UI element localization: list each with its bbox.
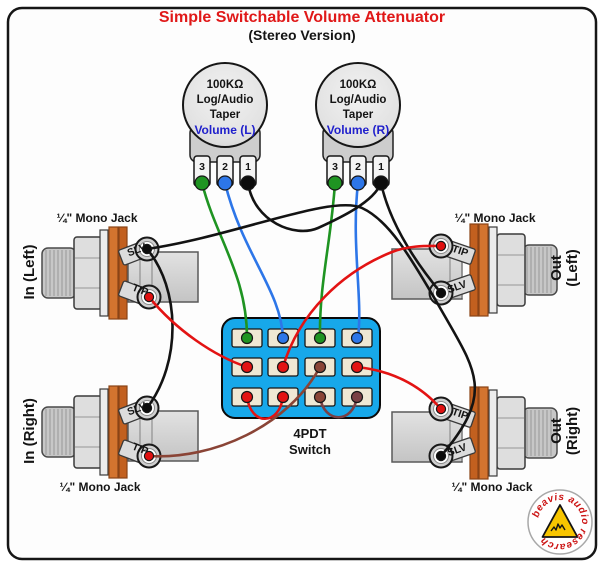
wire-black-potR1-to-outleft-slv bbox=[379, 181, 443, 295]
logo-warning-triangle-icon bbox=[541, 504, 579, 538]
wire-blue-potL2-to-sw-r1c2 bbox=[223, 181, 285, 340]
switch-dot-r2c2 bbox=[276, 360, 290, 374]
jack-out-left-tip-dot bbox=[435, 240, 447, 252]
jack-out-right-tip-dot bbox=[435, 403, 447, 415]
switch-dot-r2c4 bbox=[350, 360, 364, 374]
switch-dot-r1c1 bbox=[240, 331, 254, 345]
pot-right-taper2: Taper bbox=[343, 109, 374, 121]
pot-right-taper1: Log/Audio bbox=[330, 94, 387, 106]
pot-left-taper2: Taper bbox=[210, 109, 241, 121]
pot-right-terminal-2-number: 2 bbox=[355, 161, 361, 173]
switch-dot-r3c2 bbox=[276, 390, 290, 404]
svg-text:Out: Out bbox=[548, 418, 565, 444]
switch-dot-r3c4 bbox=[350, 390, 364, 404]
pot-left-dot-2 bbox=[217, 175, 233, 191]
jack-in-right-slv-dot bbox=[141, 402, 153, 414]
terminal-dots bbox=[141, 175, 447, 462]
jack-out-right-type-label: ¼" Mono Jack bbox=[451, 480, 532, 494]
switch-dot-r2c1 bbox=[240, 360, 254, 374]
potentiometer-left: 100KΩ Log/Audio Taper Volume (L) 3 2 1 bbox=[182, 62, 268, 187]
pot-right-value: 100KΩ bbox=[340, 79, 377, 91]
pot-right-dot-3 bbox=[327, 175, 343, 191]
pot-right-dot-2 bbox=[350, 175, 366, 191]
svg-text:(Left): (Left) bbox=[564, 249, 581, 287]
jack-out-left-side-label: Out (Left) bbox=[548, 249, 581, 287]
jack-out-right: TIP SLV ¼" Mono Jack Out (Right) bbox=[391, 386, 581, 494]
pot-right-terminal-3-number: 3 bbox=[332, 161, 338, 173]
svg-text:Out: Out bbox=[548, 255, 565, 281]
pot-right-dot-1 bbox=[373, 175, 389, 191]
wire-green-potL3-to-sw-r1c1 bbox=[200, 181, 249, 340]
potentiometer-right: 100KΩ Log/Audio Taper Volume (R) 3 2 1 bbox=[315, 62, 401, 187]
switch-dot-r3c3 bbox=[313, 390, 327, 404]
jack-out-right-tip-lug-label: TIP bbox=[450, 406, 469, 423]
jack-in-left-slv-dot bbox=[141, 243, 153, 255]
switch-dot-r2c3 bbox=[313, 360, 327, 374]
jack-in-right-type-label: ¼" Mono Jack bbox=[59, 480, 140, 494]
jack-out-left-tip-lug-label: TIP bbox=[450, 243, 469, 260]
pot-left-taper1: Log/Audio bbox=[197, 94, 254, 106]
wire-red-inleft-tip-to-sw-r2c1 bbox=[147, 295, 249, 369]
logo-triangle-glyph bbox=[550, 523, 566, 532]
jack-in-right: SLV TIP ¼" Mono Jack In (Right) bbox=[21, 385, 199, 494]
pot-right-name: Volume (R) bbox=[327, 123, 389, 137]
svg-text:(Right): (Right) bbox=[564, 407, 581, 455]
jack-in-left-type-label: ¼" Mono Jack bbox=[56, 211, 137, 225]
jack-out-left-type-label: ¼" Mono Jack bbox=[454, 211, 535, 225]
wire-green-potR3-to-sw-r1c3 bbox=[318, 181, 337, 340]
jack-in-left-tip-dot bbox=[143, 291, 155, 303]
wires bbox=[145, 181, 477, 458]
wire-red-sw-r2c4-to-outright-tip bbox=[355, 365, 443, 411]
diagram-subtitle: (Stereo Version) bbox=[248, 27, 355, 43]
pot-right-terminal-1-number: 1 bbox=[378, 161, 384, 173]
jack-in-left: SLV TIP ¼" Mono Jack In (Left) bbox=[21, 211, 199, 320]
beavis-audio-research-logo: beavis audio research bbox=[527, 489, 593, 555]
pot-left-dot-1 bbox=[240, 175, 256, 191]
pot-left-dot-3 bbox=[194, 175, 210, 191]
wire-maroon-jumper-r3c3-r3c4 bbox=[318, 395, 359, 419]
switch-dot-r1c3 bbox=[313, 331, 327, 345]
jack-in-right-side-label: In (Right) bbox=[21, 398, 38, 464]
jack-out-left: TIP SLV ¼" Mono Jack Out (Left) bbox=[391, 211, 581, 317]
jack-out-right-slv-dot bbox=[435, 450, 447, 462]
switch-label-line1: 4PDT bbox=[293, 426, 326, 441]
wire-red-jumper-r3c1-r3c2 bbox=[245, 395, 285, 421]
wire-black-inleft-slv-to-outright-slv bbox=[145, 203, 477, 458]
jack-in-right-tip-dot bbox=[143, 450, 155, 462]
wire-black-potL1-to-potR1 bbox=[246, 181, 383, 233]
wire-black-inleft-slv-to-inright-slv bbox=[145, 247, 174, 410]
switch-dot-r1c4 bbox=[350, 331, 364, 345]
wire-red-sw-r2c2-to-outleft-tip bbox=[281, 244, 443, 369]
diagram-title: Simple Switchable Volume Attenuator bbox=[159, 9, 445, 26]
switch-dot-r3c1 bbox=[240, 390, 254, 404]
pot-left-body bbox=[182, 62, 268, 148]
pot-left-terminal-2-number: 2 bbox=[222, 161, 228, 173]
jack-out-right-side-label: Out (Right) bbox=[548, 407, 581, 455]
pot-left-terminal-3-number: 3 bbox=[199, 161, 205, 173]
wire-brown-inright-tip-to-sw-r2c3 bbox=[147, 365, 322, 458]
pot-left-value: 100KΩ bbox=[207, 79, 244, 91]
switch-dot-r1c2 bbox=[276, 331, 290, 345]
jack-out-left-slv-dot bbox=[435, 287, 447, 299]
switch-label-line2: Switch bbox=[289, 442, 331, 457]
jack-in-left-side-label: In (Left) bbox=[21, 245, 38, 300]
pot-left-name: Volume (L) bbox=[194, 123, 255, 137]
pot-left-terminal-1-number: 1 bbox=[245, 161, 251, 173]
pot-right-body bbox=[315, 62, 401, 148]
